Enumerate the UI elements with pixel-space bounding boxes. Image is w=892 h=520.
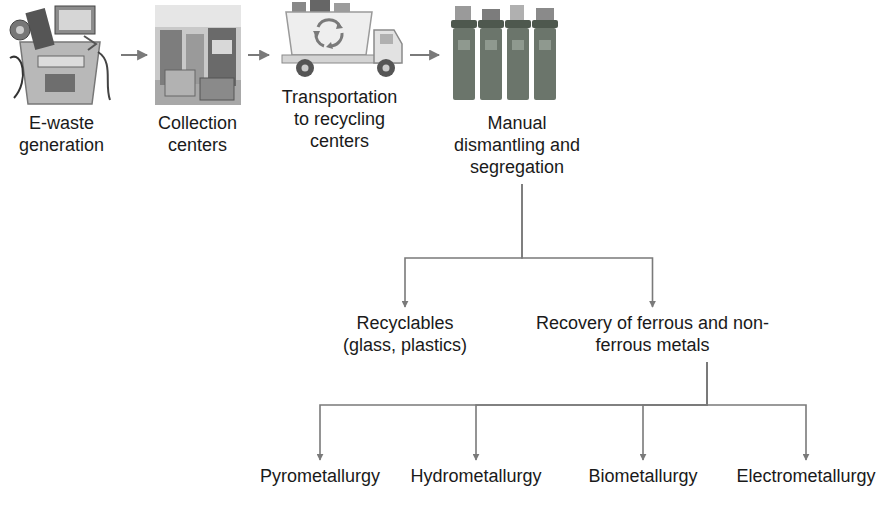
node-label: E-waste generation	[5, 112, 118, 156]
recycling-truck-icon-part	[380, 34, 393, 44]
flow-arrow	[522, 184, 653, 307]
segregation-bins-icon-part	[478, 20, 504, 28]
flow-arrow	[643, 362, 707, 460]
method-node: Biometallurgy	[568, 465, 718, 487]
process-step: Collection centers	[150, 0, 245, 156]
segregation-bins-icon-part	[480, 28, 502, 100]
segregation-bins-icon-part	[453, 28, 475, 100]
node-label: Hydrometallurgy	[401, 465, 551, 487]
node-label: Recovery of ferrous and non-ferrous meta…	[515, 312, 790, 356]
e-waste-illustration-part	[38, 56, 84, 67]
recycling-truck-icon-part	[330, 33, 342, 46]
recycling-truck-icon-part	[292, 2, 306, 12]
collection-center-photo-part	[212, 40, 232, 54]
recycling-truck-icon-part	[336, 22, 343, 29]
segregation-bins-icon-part	[507, 28, 529, 100]
flow-arrow	[410, 54, 439, 56]
e-waste-illustration-part	[59, 10, 91, 30]
recycling-truck-icon-part	[302, 65, 309, 72]
recycling-truck-icon-part	[318, 20, 340, 27]
collection-center-photo-part	[200, 78, 234, 100]
segregation-bins-icon-part	[505, 20, 531, 28]
flow-arrow	[121, 54, 147, 56]
e-waste-illustration-part	[20, 42, 100, 104]
node-label: Manual dismantling and segregation	[442, 112, 592, 178]
e-waste-illustration	[10, 6, 110, 104]
collection-center-photo-part	[155, 5, 241, 105]
flow-arrow	[405, 184, 522, 307]
collection-center-photo-part	[165, 70, 195, 96]
recycling-truck-icon-part	[334, 3, 350, 12]
recycling-truck-icon	[282, 0, 402, 77]
flow-arrow	[476, 362, 707, 460]
flow-arrow	[320, 362, 707, 460]
collection-center-photo-part	[208, 28, 236, 86]
segregation-bins-icon-part	[539, 40, 551, 50]
segregation-bins-icon-part	[458, 40, 470, 50]
e-waste-illustration-part	[45, 74, 75, 92]
flow-arrow	[248, 54, 269, 56]
segregation-bins-icon-part	[512, 40, 524, 50]
recycling-truck-icon-part	[377, 59, 395, 77]
segregation-bins-icon-part	[536, 8, 554, 20]
e-waste-illustration-part	[98, 52, 110, 100]
segregation-bins-icon-part	[482, 9, 500, 20]
node-label: Transportation to recycling centers	[272, 86, 407, 152]
node-label: Collection centers	[150, 112, 245, 156]
process-step: Transportation to recycling centers	[272, 0, 407, 152]
e-waste-illustration-part	[10, 57, 23, 98]
recycling-truck-icon-part	[326, 42, 333, 49]
collection-center-photo	[155, 5, 241, 105]
node-label: Biometallurgy	[568, 465, 718, 487]
segregation-bins-icon-part	[534, 28, 556, 100]
process-step: E-waste generation	[5, 0, 118, 156]
branch-node: Recovery of ferrous and non-ferrous meta…	[515, 312, 790, 356]
e-waste-illustration-part	[16, 26, 24, 34]
recycling-truck-icon-part	[310, 0, 330, 12]
e-waste-illustration-part	[55, 6, 95, 34]
method-node: Electrometallurgy	[731, 465, 881, 487]
e-waste-illustration-part	[10, 20, 30, 40]
flow-arrow	[707, 362, 806, 460]
segregation-bins-icon	[451, 5, 558, 100]
method-node: Hydrometallurgy	[401, 465, 551, 487]
recycling-truck-icon-part	[286, 12, 372, 55]
recycling-truck-icon-part	[374, 30, 402, 63]
segregation-bins-icon-part	[532, 20, 558, 28]
process-step: Manual dismantling and segregation	[442, 0, 592, 178]
e-waste-illustration-part	[84, 36, 96, 50]
node-label: Electrometallurgy	[731, 465, 881, 487]
recycling-truck-icon-part	[296, 59, 314, 77]
segregation-bins-icon-part	[485, 40, 497, 50]
method-node: Pyrometallurgy	[245, 465, 395, 487]
node-label: Recyclables (glass, plastics)	[334, 312, 476, 356]
recycling-truck-icon-part	[383, 65, 390, 72]
segregation-bins-icon-part	[510, 5, 524, 20]
recycling-truck-icon-part	[313, 31, 320, 38]
node-label: Pyrometallurgy	[245, 465, 395, 487]
collection-center-photo-part	[155, 5, 241, 27]
segregation-bins-icon-part	[451, 20, 477, 28]
branch-node: Recyclables (glass, plastics)	[334, 312, 476, 356]
segregation-bins-icon-part	[455, 6, 471, 20]
